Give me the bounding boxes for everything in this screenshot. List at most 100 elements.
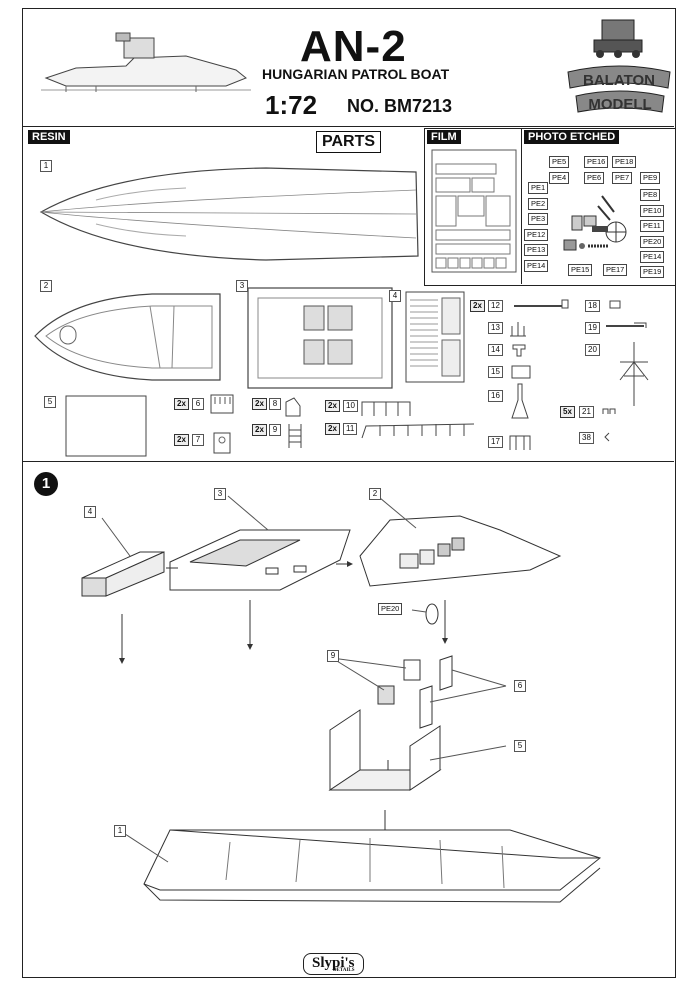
part-number: 9	[269, 424, 281, 436]
bulkhead-drawing	[65, 395, 147, 457]
brand-logo: Slypi's DETAILS	[303, 953, 364, 975]
part-number: 16	[488, 390, 503, 402]
callout: 5	[514, 740, 526, 752]
part-number: 4	[389, 290, 401, 302]
pe-label: PE18	[612, 156, 637, 168]
logo-line1: BALATON	[583, 72, 655, 89]
part-18-drawing	[609, 300, 621, 309]
film-pe-frame	[424, 128, 676, 286]
part-number: 1	[40, 160, 52, 172]
pe-label: PE14	[524, 260, 549, 272]
pe-label: PE10	[640, 205, 665, 217]
pe-label: PE14	[640, 251, 665, 263]
mast-pole-drawing	[514, 299, 569, 309]
callout: 6	[514, 680, 526, 692]
callout: PE20	[378, 603, 403, 615]
model-scale: 1:72	[265, 90, 318, 120]
instruction-sheet	[22, 8, 676, 978]
part-number: 8	[269, 398, 281, 410]
film-pe-divider	[521, 128, 522, 284]
callout: 1	[114, 825, 126, 837]
part-19-drawing	[606, 322, 647, 328]
pe-label: PE15	[568, 264, 593, 276]
callout: 4	[84, 506, 96, 518]
railing-short-drawing	[361, 401, 411, 416]
part-17-drawing	[509, 435, 531, 450]
film-sheet	[431, 149, 517, 273]
quantity-tag: 2x	[470, 300, 485, 312]
pe-label: PE3	[528, 213, 549, 225]
midsection-drawing	[247, 287, 393, 389]
pe-label: PE9	[640, 172, 661, 184]
part-number: 14	[488, 344, 503, 356]
part-number: 20	[585, 344, 600, 356]
part-number: 21	[579, 406, 594, 418]
upper-deck-drawing	[34, 293, 221, 381]
part-number: 7	[192, 434, 204, 446]
catalog-number: NO. BM7213	[347, 96, 453, 116]
model-subtitle: HUNGARIAN PATROL BOAT	[262, 66, 450, 82]
part-number: 19	[585, 322, 600, 334]
callout: 3	[214, 488, 226, 500]
part-number: 12	[488, 300, 503, 312]
pe-label: PE5	[549, 156, 570, 168]
quantity-tag: 2x	[174, 398, 189, 410]
mast-drawing	[619, 342, 649, 406]
pe-label: PE8	[640, 189, 661, 201]
pe-label: PE2	[528, 198, 549, 210]
parts-heading: PARTS	[316, 131, 382, 153]
brand-tag: DETAILS	[332, 968, 355, 973]
model-title: AN-2	[300, 22, 407, 71]
part-8-drawing	[285, 397, 301, 417]
hull-part-drawing	[39, 167, 419, 261]
quantity-tag: 2x	[325, 400, 340, 412]
part-number: 18	[585, 300, 600, 312]
quantity-tag: 5x	[560, 406, 575, 418]
callout: 2	[369, 488, 381, 500]
pe-label: PE1	[528, 182, 549, 194]
part-21-drawing	[602, 408, 616, 414]
pe-fret	[563, 195, 627, 251]
part-14-drawing	[512, 344, 526, 357]
part-number: 38	[579, 432, 594, 444]
pe-label: PE17	[603, 264, 628, 276]
quantity-tag: 2x	[325, 423, 340, 435]
quantity-tag: 2x	[252, 424, 267, 436]
resin-label: RESIN	[28, 130, 70, 144]
quantity-tag: 2x	[174, 434, 189, 446]
pe-label: PE4	[549, 172, 570, 184]
part-number: 10	[343, 400, 358, 412]
railing-long-drawing	[361, 423, 475, 439]
part-number: 15	[488, 366, 503, 378]
parts-divider	[23, 461, 674, 462]
part-38-drawing	[604, 432, 610, 442]
pe-label: PE6	[584, 172, 605, 184]
balaton-modell-logo: BALATON MODELL	[567, 19, 671, 113]
pe-label: PE7	[612, 172, 633, 184]
part-number: 6	[192, 398, 204, 410]
part-number: 5	[44, 396, 56, 408]
pe-label: PE16	[584, 156, 609, 168]
part-number: 2	[40, 280, 52, 292]
photo-etched-label: PHOTO ETCHED	[524, 130, 620, 144]
pe-label: PE11	[640, 220, 664, 232]
film-label: FILM	[427, 130, 461, 144]
pe-label: PE13	[524, 244, 549, 256]
pe-label: PE12	[524, 229, 549, 241]
pe-label: PE20	[640, 236, 665, 248]
part-6-drawing	[210, 394, 234, 414]
part-number: 3	[236, 280, 248, 292]
part-15-drawing	[511, 365, 531, 379]
pe-label: PE19	[640, 266, 665, 278]
part-13-drawing	[510, 322, 526, 337]
part-16-drawing	[511, 383, 529, 419]
callout: 9	[327, 650, 339, 662]
part-number: 11	[343, 423, 358, 435]
part-number: 13	[488, 322, 503, 334]
quantity-tag: 2x	[252, 398, 267, 410]
boat-sketch	[41, 32, 251, 92]
part-9-drawing	[288, 424, 302, 448]
part-7-drawing	[213, 432, 231, 454]
aft-deck-drawing	[405, 291, 465, 383]
header-divider	[23, 126, 674, 127]
